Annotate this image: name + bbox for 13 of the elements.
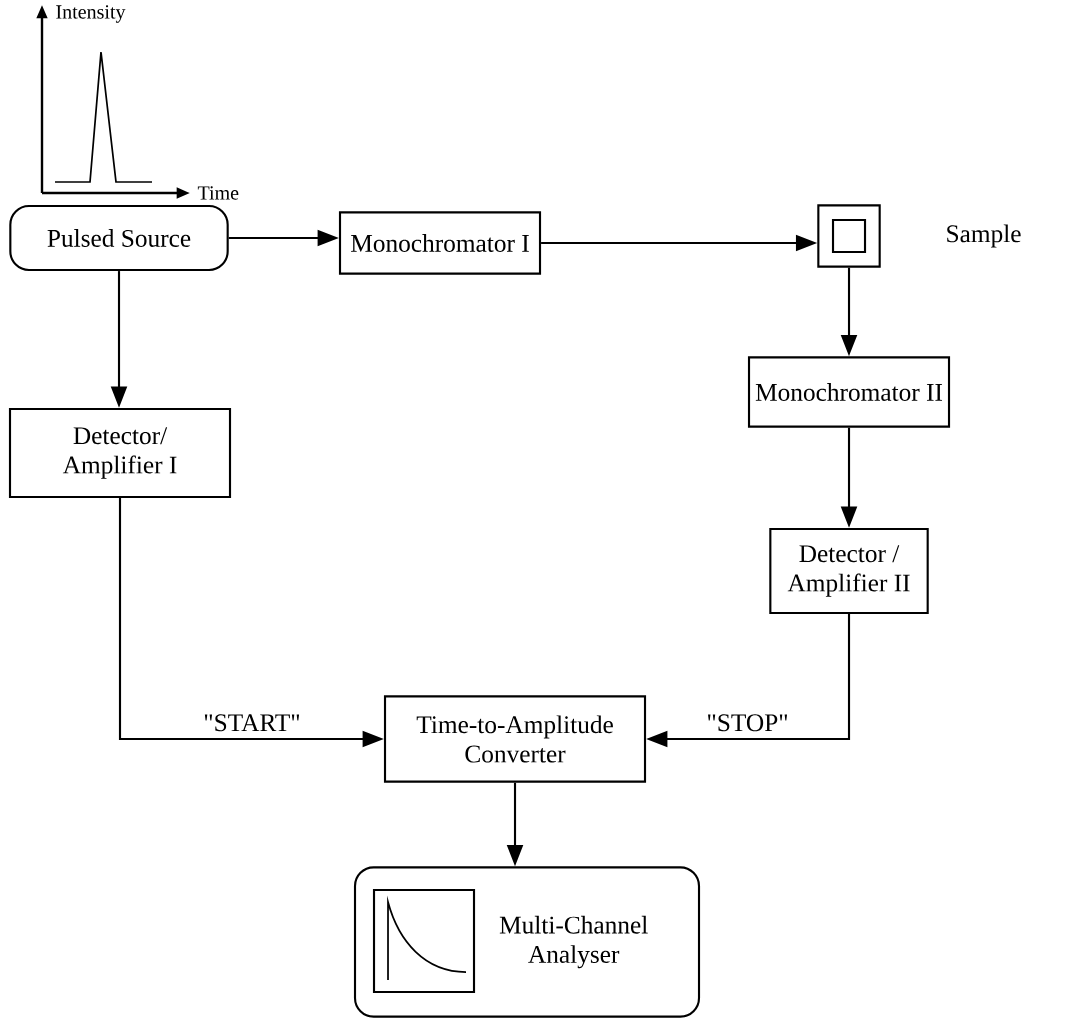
instrument-box: Monochromator I bbox=[338, 211, 542, 275]
axis-label: Time bbox=[197, 186, 239, 200]
sample-label: Sample bbox=[947, 224, 1021, 248]
instrument-box: Detector / Amplifier II bbox=[769, 527, 929, 615]
instrument-box: Time-to-Amplitude Converter bbox=[383, 695, 647, 783]
instrument-box: Detector/ Amplifier I bbox=[8, 407, 232, 499]
instrument-box: Pulsed Source bbox=[9, 204, 229, 272]
analyser-box: Multi-Channel Analyser bbox=[353, 866, 701, 1018]
sample-cell bbox=[817, 204, 881, 268]
edge-label: "STOP" bbox=[705, 712, 790, 733]
axis-label: Intensity bbox=[56, 5, 126, 23]
instrument-box: Monochromator II bbox=[747, 356, 951, 428]
edge-label: "START" bbox=[201, 712, 302, 733]
